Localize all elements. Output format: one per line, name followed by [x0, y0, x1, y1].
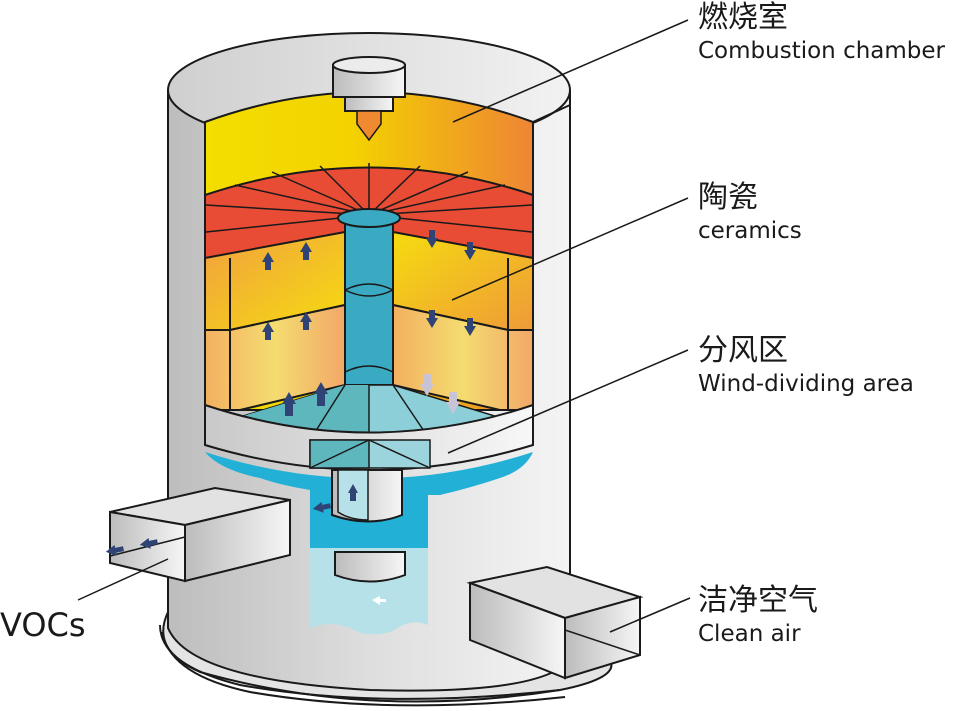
flow-arrows-outbound: [372, 374, 460, 605]
label-ceramics: 陶瓷 ceramics: [698, 180, 802, 246]
arrow-up-icon: [300, 242, 312, 260]
arrow-down-icon: [426, 310, 438, 328]
label-zh: 分风区: [698, 333, 788, 368]
arrow-up-icon: [348, 484, 358, 501]
arrow-up-icon: [314, 382, 328, 406]
arrow-down-icon: [446, 392, 460, 414]
arrow-right-icon: [312, 501, 332, 513]
leader-ceramics: [451, 197, 689, 301]
arrow-down-icon: [464, 242, 476, 260]
arrow-up-icon: [262, 322, 274, 340]
arrow-right-icon: [105, 544, 125, 556]
leader-lines: [77, 19, 691, 633]
flame-icon: [356, 110, 382, 142]
leader-vocs: [77, 558, 169, 601]
clean-air-outlet-duct: [466, 565, 644, 680]
separator-ring: [204, 403, 534, 471]
leader-combustion: [452, 19, 689, 123]
voc-inlet-duct: [109, 486, 291, 583]
label-clean-air: 洁净空气 Clean air: [698, 583, 818, 649]
arrow-right-icon: [372, 596, 386, 605]
burner: [332, 56, 406, 142]
arrow-up-icon: [300, 312, 312, 330]
label-zh: 陶瓷: [698, 180, 758, 215]
central-pipe: [337, 208, 401, 386]
arrow-up-icon: [282, 392, 296, 416]
arrow-down-icon: [464, 318, 476, 336]
label-en: Clean air: [698, 621, 801, 647]
label-wind-dividing-area: 分风区 Wind-dividing area: [698, 333, 914, 399]
label-combustion-chamber: 燃烧室 Combustion chamber: [698, 0, 945, 66]
flow-arrows: [105, 230, 476, 556]
arrow-down-icon: [420, 374, 434, 396]
arrow-up-icon: [262, 252, 274, 270]
arrow-right-icon: [139, 537, 159, 549]
label-zh: 洁净空气: [698, 583, 818, 618]
leader-clean: [609, 597, 691, 633]
label-en: ceramics: [698, 218, 802, 244]
arrow-down-icon: [426, 230, 438, 248]
label-en: Wind-dividing area: [698, 371, 914, 397]
label-vocs: VOCs: [0, 606, 86, 644]
label-zh: 燃烧室: [698, 0, 788, 35]
leader-wind: [447, 349, 689, 454]
ceramic-blocks: [204, 230, 534, 411]
label-en: Combustion chamber: [698, 38, 945, 64]
